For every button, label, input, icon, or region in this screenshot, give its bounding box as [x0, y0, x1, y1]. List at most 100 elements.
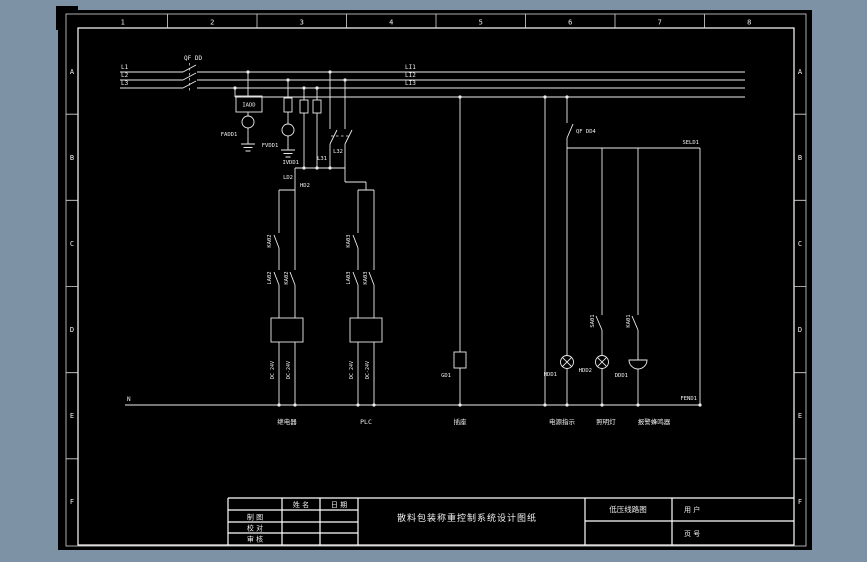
drawing-frame [65, 13, 807, 547]
zone-number: 7 [658, 19, 662, 27]
zone-number: 4 [389, 19, 393, 27]
relay-coil-box-left [270, 317, 304, 343]
title-block-page: 页 号 [684, 530, 700, 538]
row-letter: D [70, 326, 74, 334]
title-block-approved: 审 核 [247, 535, 263, 544]
zone-number: 3 [300, 19, 304, 27]
row-letter: B [798, 154, 802, 162]
zone-number: 1 [121, 19, 125, 27]
caption-socket: 插座 [454, 417, 468, 426]
power-bus-lines [120, 71, 745, 89]
iadd-box [235, 95, 263, 113]
bus-label-li3: LI3 [405, 80, 416, 87]
label-ddd1: DDD1 [615, 373, 628, 379]
label-ka01: KA01 [626, 314, 632, 327]
zone-numbers: 1 2 3 4 5 6 7 8 [121, 19, 752, 27]
fvdd1-fuse [283, 97, 293, 113]
title-block: 姓 名 日 期 制 图 校 对 审 核 散料包装称重控制系统设计图纸 低压线路图… [227, 497, 794, 545]
caption-plc: PLC [360, 418, 372, 426]
zone-number: 2 [210, 19, 214, 27]
row-letter: E [798, 412, 802, 420]
label-ld2: LD2 [283, 175, 293, 181]
control-breaker [329, 72, 353, 168]
label-iadd: IADD [242, 103, 255, 109]
title-block-date-header: 日 期 [331, 501, 347, 509]
fvdd1-meter [281, 123, 295, 137]
label-fadd1: FADD1 [221, 132, 238, 138]
row-letters-left: A B C D E F [70, 68, 75, 506]
hdd2-lamp-cross [597, 357, 607, 367]
label-hd2: HD2 [300, 183, 310, 189]
row-letter: F [798, 498, 802, 506]
caption-alarm-buzzer: 报警蜂鸣器 [638, 417, 671, 426]
relay-chain-right [344, 168, 375, 405]
relay-chain-left [273, 189, 296, 405]
label-dc24-a: DC 24V [270, 361, 276, 379]
label-seld1: SELD1 [682, 140, 699, 146]
hdd2-wire [595, 148, 603, 405]
title-block-drawn: 制 图 [247, 513, 263, 522]
fuse-box [299, 99, 309, 114]
title-block-checked: 校 对 [247, 524, 263, 533]
label-hdd1: HDD1 [544, 372, 557, 378]
hdd1-lamp-cross [562, 357, 572, 367]
label-ka02-a: KA02 [267, 234, 273, 247]
label-l32: L32 [333, 149, 343, 155]
hdd1-lamp [560, 355, 574, 369]
caption-lighting-lamp: 照明灯 [596, 417, 616, 426]
label-dc24-b: DC 24V [349, 361, 355, 379]
row-letter: E [70, 412, 74, 420]
lighting-breaker [566, 97, 574, 148]
label-la03: LA03 [346, 271, 352, 284]
label-l31: L31 [317, 156, 327, 162]
label-la02: LA02 [267, 271, 273, 284]
caption-power-indicator: 电源指示 [549, 417, 576, 426]
bus-label-l2: L2 [121, 72, 129, 79]
row-letters-right: A B C D E F [798, 68, 803, 506]
label-ivdd1: IVDD1 [282, 160, 299, 166]
label-hdd2: HDD2 [579, 368, 592, 374]
row-letter: B [70, 154, 74, 162]
circuit-labels: L1 L2 L3 LI1 LI2 LI3 N QF DD IADD FADD1 … [121, 55, 699, 403]
buzzer-symbol [628, 359, 648, 370]
sheet-name: 低压线路图 [609, 504, 647, 514]
bus-label-l3: L3 [121, 80, 129, 87]
neutral-label: N [127, 396, 131, 403]
caption-relay: 继电器 [277, 417, 297, 426]
label-fvdd1: FVDD1 [262, 143, 279, 149]
row-letter: C [798, 240, 802, 248]
control-fuse-drops [303, 88, 318, 168]
bus-label-l1: L1 [121, 64, 129, 71]
label-fend1: FEND1 [680, 396, 697, 402]
ddd1-wire [631, 148, 639, 405]
relay-coil-box-right [349, 317, 383, 343]
circuit-linework [120, 63, 745, 407]
row-letter: D [798, 326, 802, 334]
zone-number: 6 [568, 19, 572, 27]
fadd1-ground [241, 143, 255, 152]
row-letter: A [70, 68, 75, 76]
fvdd1-ground [281, 149, 295, 158]
label-qfdd: QF DD [184, 55, 202, 62]
label-dc24n-b: DC-24V [365, 361, 371, 379]
label-qfdd4: QF DD4 [576, 129, 597, 135]
hdd2-lamp [595, 355, 609, 369]
fuse-box [312, 99, 322, 114]
socket-symbol [453, 351, 467, 369]
zone-number: 5 [479, 19, 483, 27]
label-ka03-b: KA03 [363, 271, 369, 284]
title-block-user: 用 户 [684, 505, 700, 514]
label-dc24n-a: DC-24V [286, 361, 292, 379]
label-ka02-b: KA02 [284, 271, 290, 284]
junction-dots [233, 70, 702, 407]
bus-label-li2: LI2 [405, 72, 416, 79]
drawing-title: 散料包装称重控制系统设计图纸 [397, 512, 537, 524]
circuit-captions: 继电器 PLC 插座 电源指示 照明灯 报警蜂鸣器 [277, 417, 671, 426]
label-gd1: GD1 [441, 373, 451, 379]
label-sa01: SA01 [590, 314, 596, 327]
zone-number: 8 [747, 19, 751, 27]
paper [56, 6, 812, 550]
title-block-lines [227, 497, 794, 545]
row-letter: C [70, 240, 74, 248]
